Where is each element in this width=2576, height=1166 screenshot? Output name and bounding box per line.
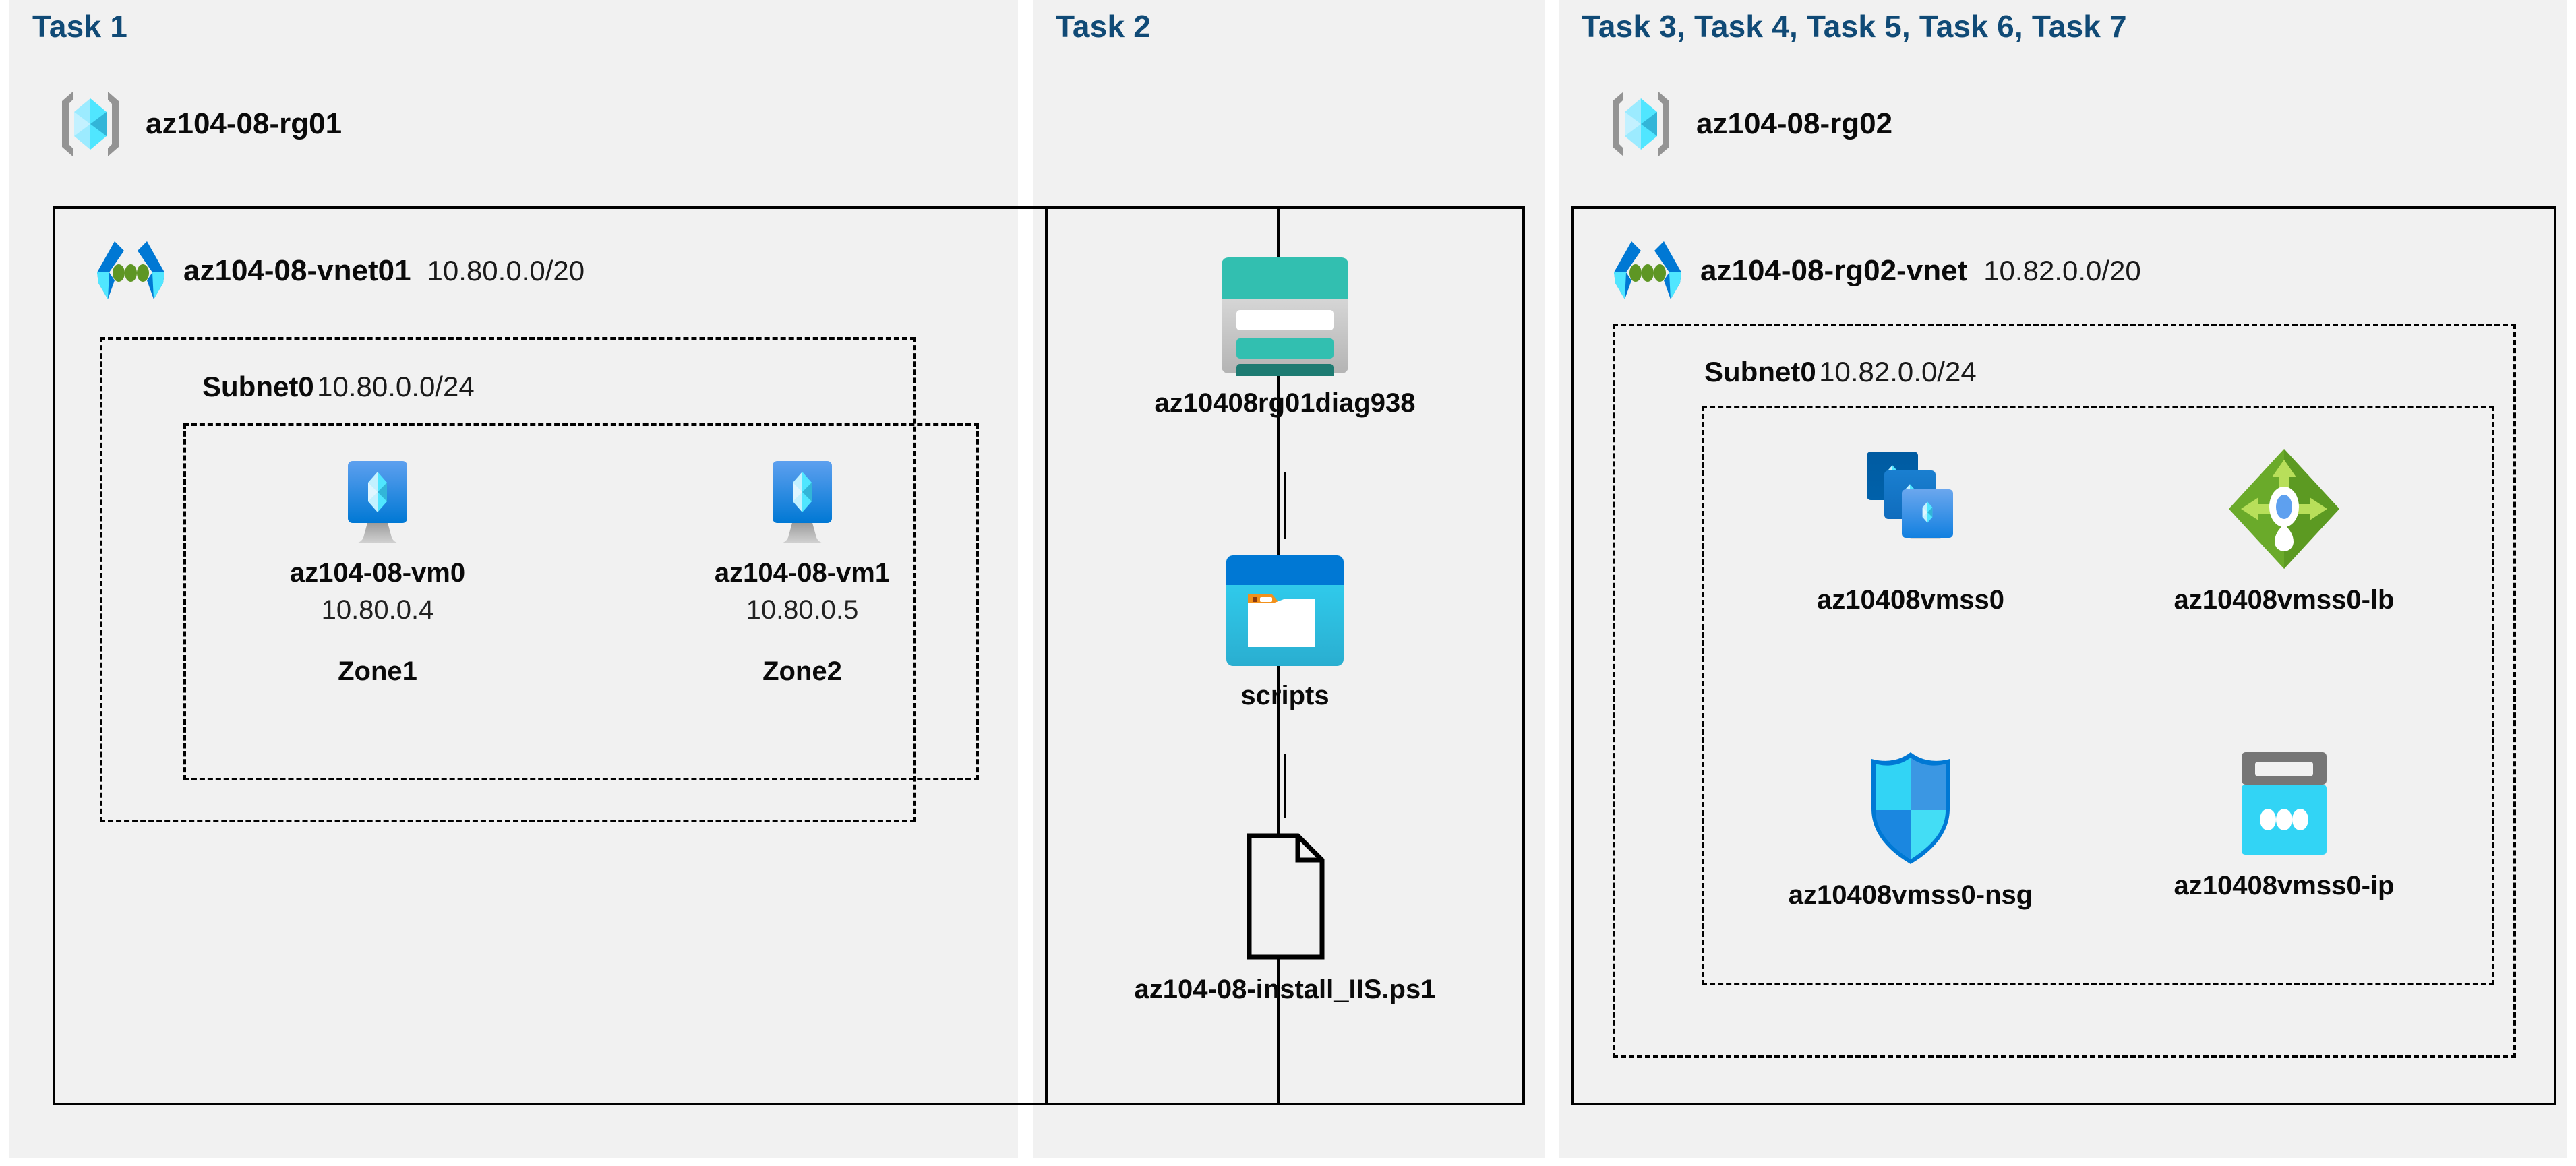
public-ip-address-icon xyxy=(2232,748,2336,859)
virtual-machine-icon xyxy=(338,458,417,546)
load-balancer-node[interactable]: az10408vmss0-lb xyxy=(2143,445,2426,615)
virtual-machine-icon xyxy=(763,458,841,546)
virtual-network-icon xyxy=(1611,235,1684,307)
rg02-vnet-boundary xyxy=(1571,206,2556,1105)
vm1-ip: 10.80.0.5 xyxy=(746,595,859,625)
rg02-vnet-cidr: 10.82.0.0/20 xyxy=(1983,255,2141,286)
storage-account-node[interactable]: az10408rg01diag938 xyxy=(1155,255,1415,419)
vm1-node[interactable]: az104-08-vm1 10.80.0.5 Zone2 xyxy=(681,458,924,687)
vnet01-header: az104-08-vnet01 10.80.0.0/20 xyxy=(94,235,585,307)
resource-group-icon xyxy=(53,86,128,162)
task2-heading: Task 2 xyxy=(1056,9,1151,44)
nsg-label: az10408vmss0-nsg xyxy=(1788,880,2033,910)
rg02-resource-group-boundary xyxy=(1702,406,2494,985)
task1-heading: Task 1 xyxy=(32,9,127,44)
vm0-node[interactable]: az104-08-vm0 10.80.0.4 Zone1 xyxy=(256,458,499,687)
virtual-network-icon xyxy=(94,235,167,307)
resource-group-rg01: az104-08-rg01 xyxy=(53,86,342,162)
resource-group-rg01-label: az104-08-rg01 xyxy=(146,107,342,140)
vm1-zone: Zone2 xyxy=(762,656,842,686)
task3-panel xyxy=(1559,0,2567,1158)
resource-group-rg02: az104-08-rg02 xyxy=(1603,86,1892,162)
vm1-label: az104-08-vm1 xyxy=(714,558,891,588)
vmss-node[interactable]: az10408vmss0 xyxy=(1769,445,2052,615)
public-ip-node[interactable]: az10408vmss0-ip xyxy=(2143,748,2426,901)
script-file-node[interactable]: az104-08-install_IIS.ps1 xyxy=(1079,830,1491,1005)
vmss-label: az10408vmss0 xyxy=(1816,585,2005,615)
rg02-subnet0-name: Subnet0 xyxy=(1704,356,1816,388)
connector-storage-to-scripts xyxy=(1284,472,1286,539)
resource-group-rg02-label: az104-08-rg02 xyxy=(1696,107,1893,140)
blob-container-node[interactable]: scripts xyxy=(1164,553,1406,711)
nsg-node[interactable]: az10408vmss0-nsg xyxy=(1769,748,2052,911)
task1-panel xyxy=(9,0,1018,1158)
rg02-vnet-header: az104-08-rg02-vnet 10.82.0.0/20 xyxy=(1611,235,2141,307)
vnet01-subnet0-cidr: 10.80.0.0/24 xyxy=(317,371,475,402)
vnet01-subnet0-boundary xyxy=(100,337,916,822)
rg02-subnet0-cidr: 10.82.0.0/24 xyxy=(1819,356,1977,388)
network-security-group-icon xyxy=(1860,748,1961,868)
task2-boundary xyxy=(1045,206,1525,1105)
task3-heading: Task 3, Task 4, Task 5, Task 6, Task 7 xyxy=(1582,9,2127,44)
connector-scripts-to-file xyxy=(1284,754,1286,818)
blob-container-icon xyxy=(1224,553,1346,669)
vm0-zone: Zone1 xyxy=(338,656,417,686)
vnet01-name: az104-08-vnet01 xyxy=(183,254,411,287)
load-balancer-label: az10408vmss0-lb xyxy=(2174,585,2395,615)
load-balancer-icon xyxy=(2225,445,2343,573)
vm-scale-set-icon xyxy=(1853,445,1968,573)
vm0-label: az104-08-vm0 xyxy=(289,558,466,588)
blob-container-label: scripts xyxy=(1240,681,1329,710)
rg02-vnet-name: az104-08-rg02-vnet xyxy=(1700,254,1968,287)
vnet01-vm-group-boundary xyxy=(183,423,979,780)
file-icon xyxy=(1242,830,1327,962)
script-file-label: az104-08-install_IIS.ps1 xyxy=(1134,975,1436,1004)
vnet01-subnet0-name: Subnet0 xyxy=(202,371,314,402)
public-ip-label: az10408vmss0-ip xyxy=(2174,871,2395,900)
vm0-ip: 10.80.0.4 xyxy=(321,595,434,625)
vnet01-subnet0-header: Subnet0 10.80.0.0/24 xyxy=(202,371,475,403)
storage-account-label: az10408rg01diag938 xyxy=(1154,388,1416,418)
vnet01-cidr: 10.80.0.0/20 xyxy=(427,255,585,286)
resource-group-icon xyxy=(1603,86,1679,162)
storage-account-icon xyxy=(1219,255,1351,376)
rg02-subnet0-header: Subnet0 10.82.0.0/24 xyxy=(1704,356,1977,388)
rg02-subnet0-boundary xyxy=(1613,324,2516,1058)
